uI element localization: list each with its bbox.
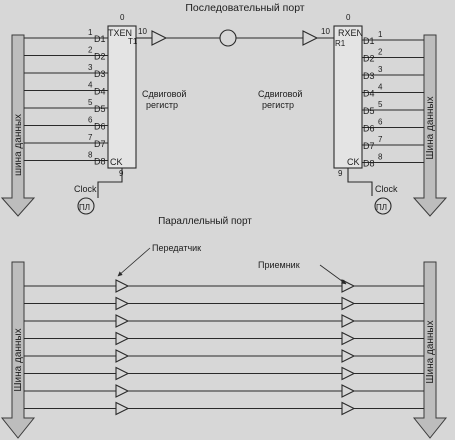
tx-t-pin: T1 [128,37,138,46]
tx-ck-label: CK [110,157,123,167]
receiver-buffer-6 [341,366,356,381]
transmitter-buffer-5 [115,349,130,363]
serial-port-title: Последовательный порт [185,2,304,14]
rx-in-pin: 10 [321,27,330,36]
tx-pin-number-6: 6 [88,116,93,125]
transmitter-buffer-8 [115,401,130,416]
tx-data-pin-3: D3 [94,69,106,79]
receiver-buffer-7 [341,384,356,398]
rx-pin-number-5: 5 [378,100,383,109]
rx-data-pin-8: D8 [363,159,375,169]
tx-data-pin-7: D7 [94,139,106,149]
tx-pin-number-4: 4 [88,81,93,90]
rx-data-pin-3: D3 [363,71,375,81]
tx-pin-number-8: 8 [88,151,93,160]
tx-top-pin: 0 [120,13,125,22]
tx-data-pin-2: D2 [94,52,106,62]
transmitter-buffer-2 [115,296,130,311]
tx-data-pin-6: D6 [94,122,106,132]
tx-data-pin-1: D1 [94,34,106,44]
receiver-buffer-1 [341,279,356,293]
tx-pin-number-2: 2 [88,46,93,55]
receiver-buffer-4 [341,331,356,346]
rx-register-label-1: Сдвиговой [258,89,302,99]
right-bus-label-serial: Шина данных [425,96,436,159]
tx-pin-number-7: 7 [88,133,93,142]
tx-data-pin-4: D4 [94,87,106,97]
tx-clock-label: Clock [74,184,97,194]
rx-data-pin-7: D7 [363,141,375,151]
transmission-loop-symbol [219,29,237,47]
rx-pin-number-3: 3 [378,65,383,74]
rx-data-pin-6: D6 [363,124,375,134]
rx-clock-symbol: ПЛ [376,203,387,212]
parallel-data-lines [24,279,424,416]
tx-data-pin-8: D8 [94,157,106,167]
rx-pin-number-4: 4 [378,83,383,92]
rx-data-pin-5: D5 [363,106,375,116]
tx-pin-number-5: 5 [88,98,93,107]
left-bus-label-parallel: Шина данных [13,328,24,391]
tx-clock-symbol: ПЛ [79,203,90,212]
tx-clock-source [77,197,95,215]
rx-ck-pin: 9 [338,169,343,178]
rx-enable-label: RXEN [338,28,363,38]
receiver-buffer-8 [341,401,356,416]
parallel-port-title: Параллельный порт [158,216,252,227]
rx-pin-number-7: 7 [378,135,383,144]
rx-clock-wire [347,168,373,196]
transmitter-buffer-7 [115,384,130,398]
right-bus-arrow-parallel [412,261,448,439]
rx-pin-number-6: 6 [378,118,383,127]
rx-pin-number-8: 8 [378,153,383,162]
transmitter-pointer [117,247,151,277]
rx-pin-number-1: 1 [378,30,383,39]
rx-r-pin: R1 [335,39,346,48]
rx-register-label-2: регистр [262,100,294,110]
tx-out-pin: 10 [138,27,147,36]
receiver-buffer-3 [341,314,356,328]
rx-clock-label: Clock [375,184,398,194]
rx-data-pin-1: D1 [363,36,375,46]
rx-data-pin-2: D2 [363,54,375,64]
tx-line-driver [151,30,168,46]
tx-enable-label: TXEN [108,28,132,38]
rx-shift-register [333,25,363,169]
transmitter-label: Передатчик [152,243,201,253]
tx-shift-register [107,25,137,169]
tx-pin-number-3: 3 [88,63,93,72]
transmitter-buffer-4 [115,331,130,346]
rx-data-pin-4: D4 [363,89,375,99]
rx-pin-number-2: 2 [378,48,383,57]
tx-register-label-2: регистр [146,100,178,110]
receiver-buffer-5 [341,349,356,363]
left-bus-label-serial: шина данных [13,114,24,176]
left-bus-arrow-parallel [0,261,36,439]
transmitter-buffer-3 [115,314,130,328]
left-bus-arrow-serial [0,34,36,217]
rx-ck-label: CK [347,157,360,167]
receiver-buffer-2 [341,296,356,311]
tx-clock-wire [97,168,123,198]
right-bus-arrow-serial [412,34,448,217]
rx-top-pin: 0 [346,13,351,22]
tx-data-pin-5: D5 [94,104,106,114]
transmitter-buffer-6 [115,366,130,381]
rx-clock-source [374,197,392,215]
tx-pin-number-1: 1 [88,28,93,37]
tx-register-label-1: Сдвиговой [142,89,186,99]
transmitter-buffer-1 [115,279,130,293]
right-bus-label-parallel: Шина данных [425,320,436,383]
receiver-label: Приемник [258,260,300,270]
rx-line-receiver [302,30,319,46]
